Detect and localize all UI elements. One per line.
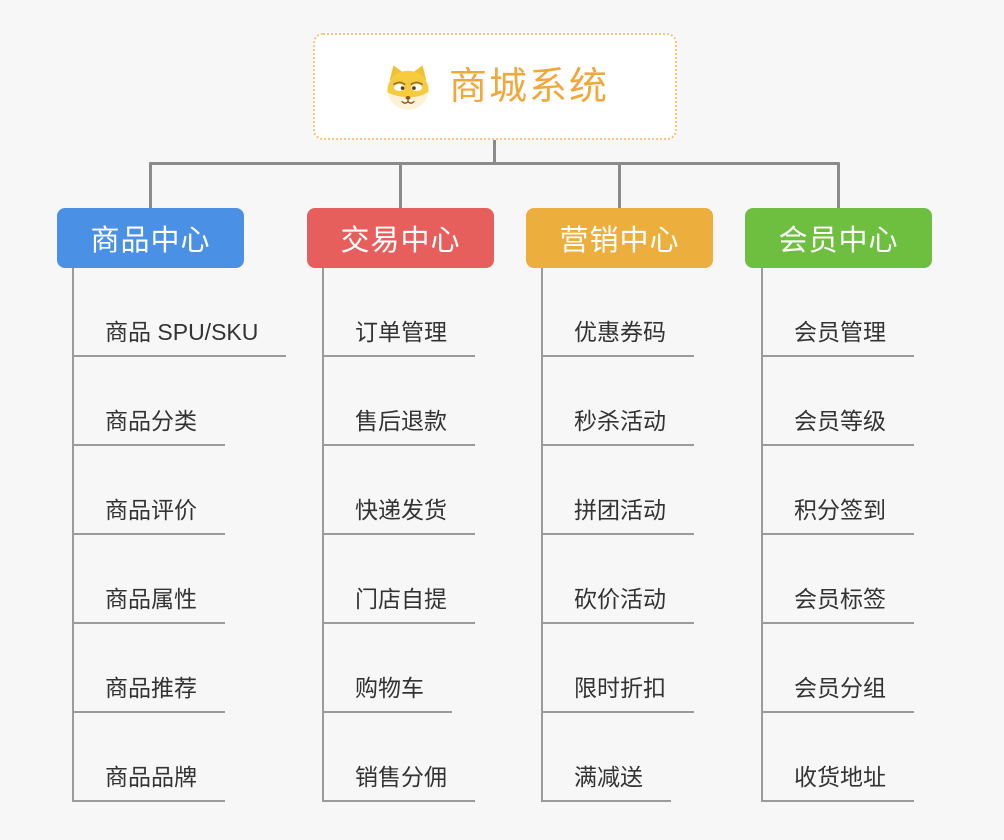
list-item: 会员分组 — [763, 624, 914, 713]
branch-node-marketing-center[interactable]: 营销中心 — [526, 208, 713, 268]
list-item: 购物车 — [324, 624, 475, 713]
child-node[interactable]: 商品分类 — [74, 407, 225, 446]
child-node[interactable]: 商品属性 — [74, 585, 225, 624]
list-item: 门店自提 — [324, 535, 475, 624]
children-column-member-center: 会员管理 会员等级 积分签到 会员标签 会员分组 收货地址 — [761, 268, 914, 802]
list-item: 订单管理 — [324, 268, 475, 357]
branch-node-product-center[interactable]: 商品中心 — [57, 208, 244, 268]
branch-node-member-center[interactable]: 会员中心 — [745, 208, 932, 268]
list-item: 商品属性 — [74, 535, 286, 624]
children-column-trade-center: 订单管理 售后退款 快递发货 门店自提 购物车 销售分佣 — [322, 268, 475, 802]
list-item: 商品 SPU/SKU — [74, 268, 287, 357]
children-column-marketing-center: 优惠券码 秒杀活动 拼团活动 砍价活动 限时折扣 满减送 — [541, 268, 694, 802]
child-node[interactable]: 商品评价 — [74, 496, 225, 535]
child-node[interactable]: 秒杀活动 — [543, 407, 694, 446]
child-node[interactable]: 订单管理 — [324, 318, 475, 357]
list-item: 优惠券码 — [543, 268, 694, 357]
connector-branch-stub — [399, 162, 402, 209]
child-node[interactable]: 购物车 — [324, 674, 452, 713]
child-node[interactable]: 销售分佣 — [324, 763, 475, 802]
child-node[interactable]: 积分签到 — [763, 496, 914, 535]
list-item: 积分签到 — [763, 446, 914, 535]
list-item: 销售分佣 — [324, 713, 475, 802]
list-item: 满减送 — [543, 713, 694, 802]
list-item: 会员管理 — [763, 268, 914, 357]
child-node[interactable]: 会员分组 — [763, 674, 914, 713]
child-node[interactable]: 售后退款 — [324, 407, 475, 446]
list-item: 拼团活动 — [543, 446, 694, 535]
child-node[interactable]: 满减送 — [543, 763, 671, 802]
list-item: 限时折扣 — [543, 624, 694, 713]
list-item: 商品评价 — [74, 446, 286, 535]
connector-branch-stub — [837, 162, 840, 209]
child-node[interactable]: 拼团活动 — [543, 496, 694, 535]
connector-branch-stub — [618, 162, 621, 209]
child-node[interactable]: 商品 SPU/SKU — [74, 318, 287, 357]
child-node[interactable]: 商品品牌 — [74, 763, 225, 802]
list-item: 商品品牌 — [74, 713, 286, 802]
list-item: 商品推荐 — [74, 624, 286, 713]
connector-horizontal-rail — [149, 162, 840, 165]
list-item: 砍价活动 — [543, 535, 694, 624]
child-node[interactable]: 优惠券码 — [543, 318, 694, 357]
root-node[interactable]: 商城系统 — [313, 33, 677, 140]
child-node[interactable]: 砍价活动 — [543, 585, 694, 624]
child-node[interactable]: 会员等级 — [763, 407, 914, 446]
child-node[interactable]: 商品推荐 — [74, 674, 225, 713]
root-title: 商城系统 — [448, 65, 609, 108]
child-node[interactable]: 会员标签 — [763, 585, 914, 624]
list-item: 收货地址 — [763, 713, 914, 802]
children-column-product-center: 商品 SPU/SKU 商品分类 商品评价 商品属性 商品推荐 商品品牌 — [72, 268, 287, 802]
list-item: 会员等级 — [763, 357, 914, 446]
list-item: 售后退款 — [324, 357, 475, 446]
list-item: 商品分类 — [74, 357, 286, 446]
child-node[interactable]: 会员管理 — [763, 318, 914, 357]
connector-root-stub — [493, 139, 496, 164]
child-node[interactable]: 快递发货 — [324, 496, 475, 535]
list-item: 秒杀活动 — [543, 357, 694, 446]
child-node[interactable]: 门店自提 — [324, 585, 475, 624]
list-item: 快递发货 — [324, 446, 475, 535]
list-item: 会员标签 — [763, 535, 914, 624]
connector-branch-stub — [149, 162, 152, 209]
branch-node-trade-center[interactable]: 交易中心 — [307, 208, 494, 268]
shiba-dog-icon — [381, 62, 435, 112]
child-node[interactable]: 收货地址 — [763, 763, 914, 802]
child-node[interactable]: 限时折扣 — [543, 674, 694, 713]
